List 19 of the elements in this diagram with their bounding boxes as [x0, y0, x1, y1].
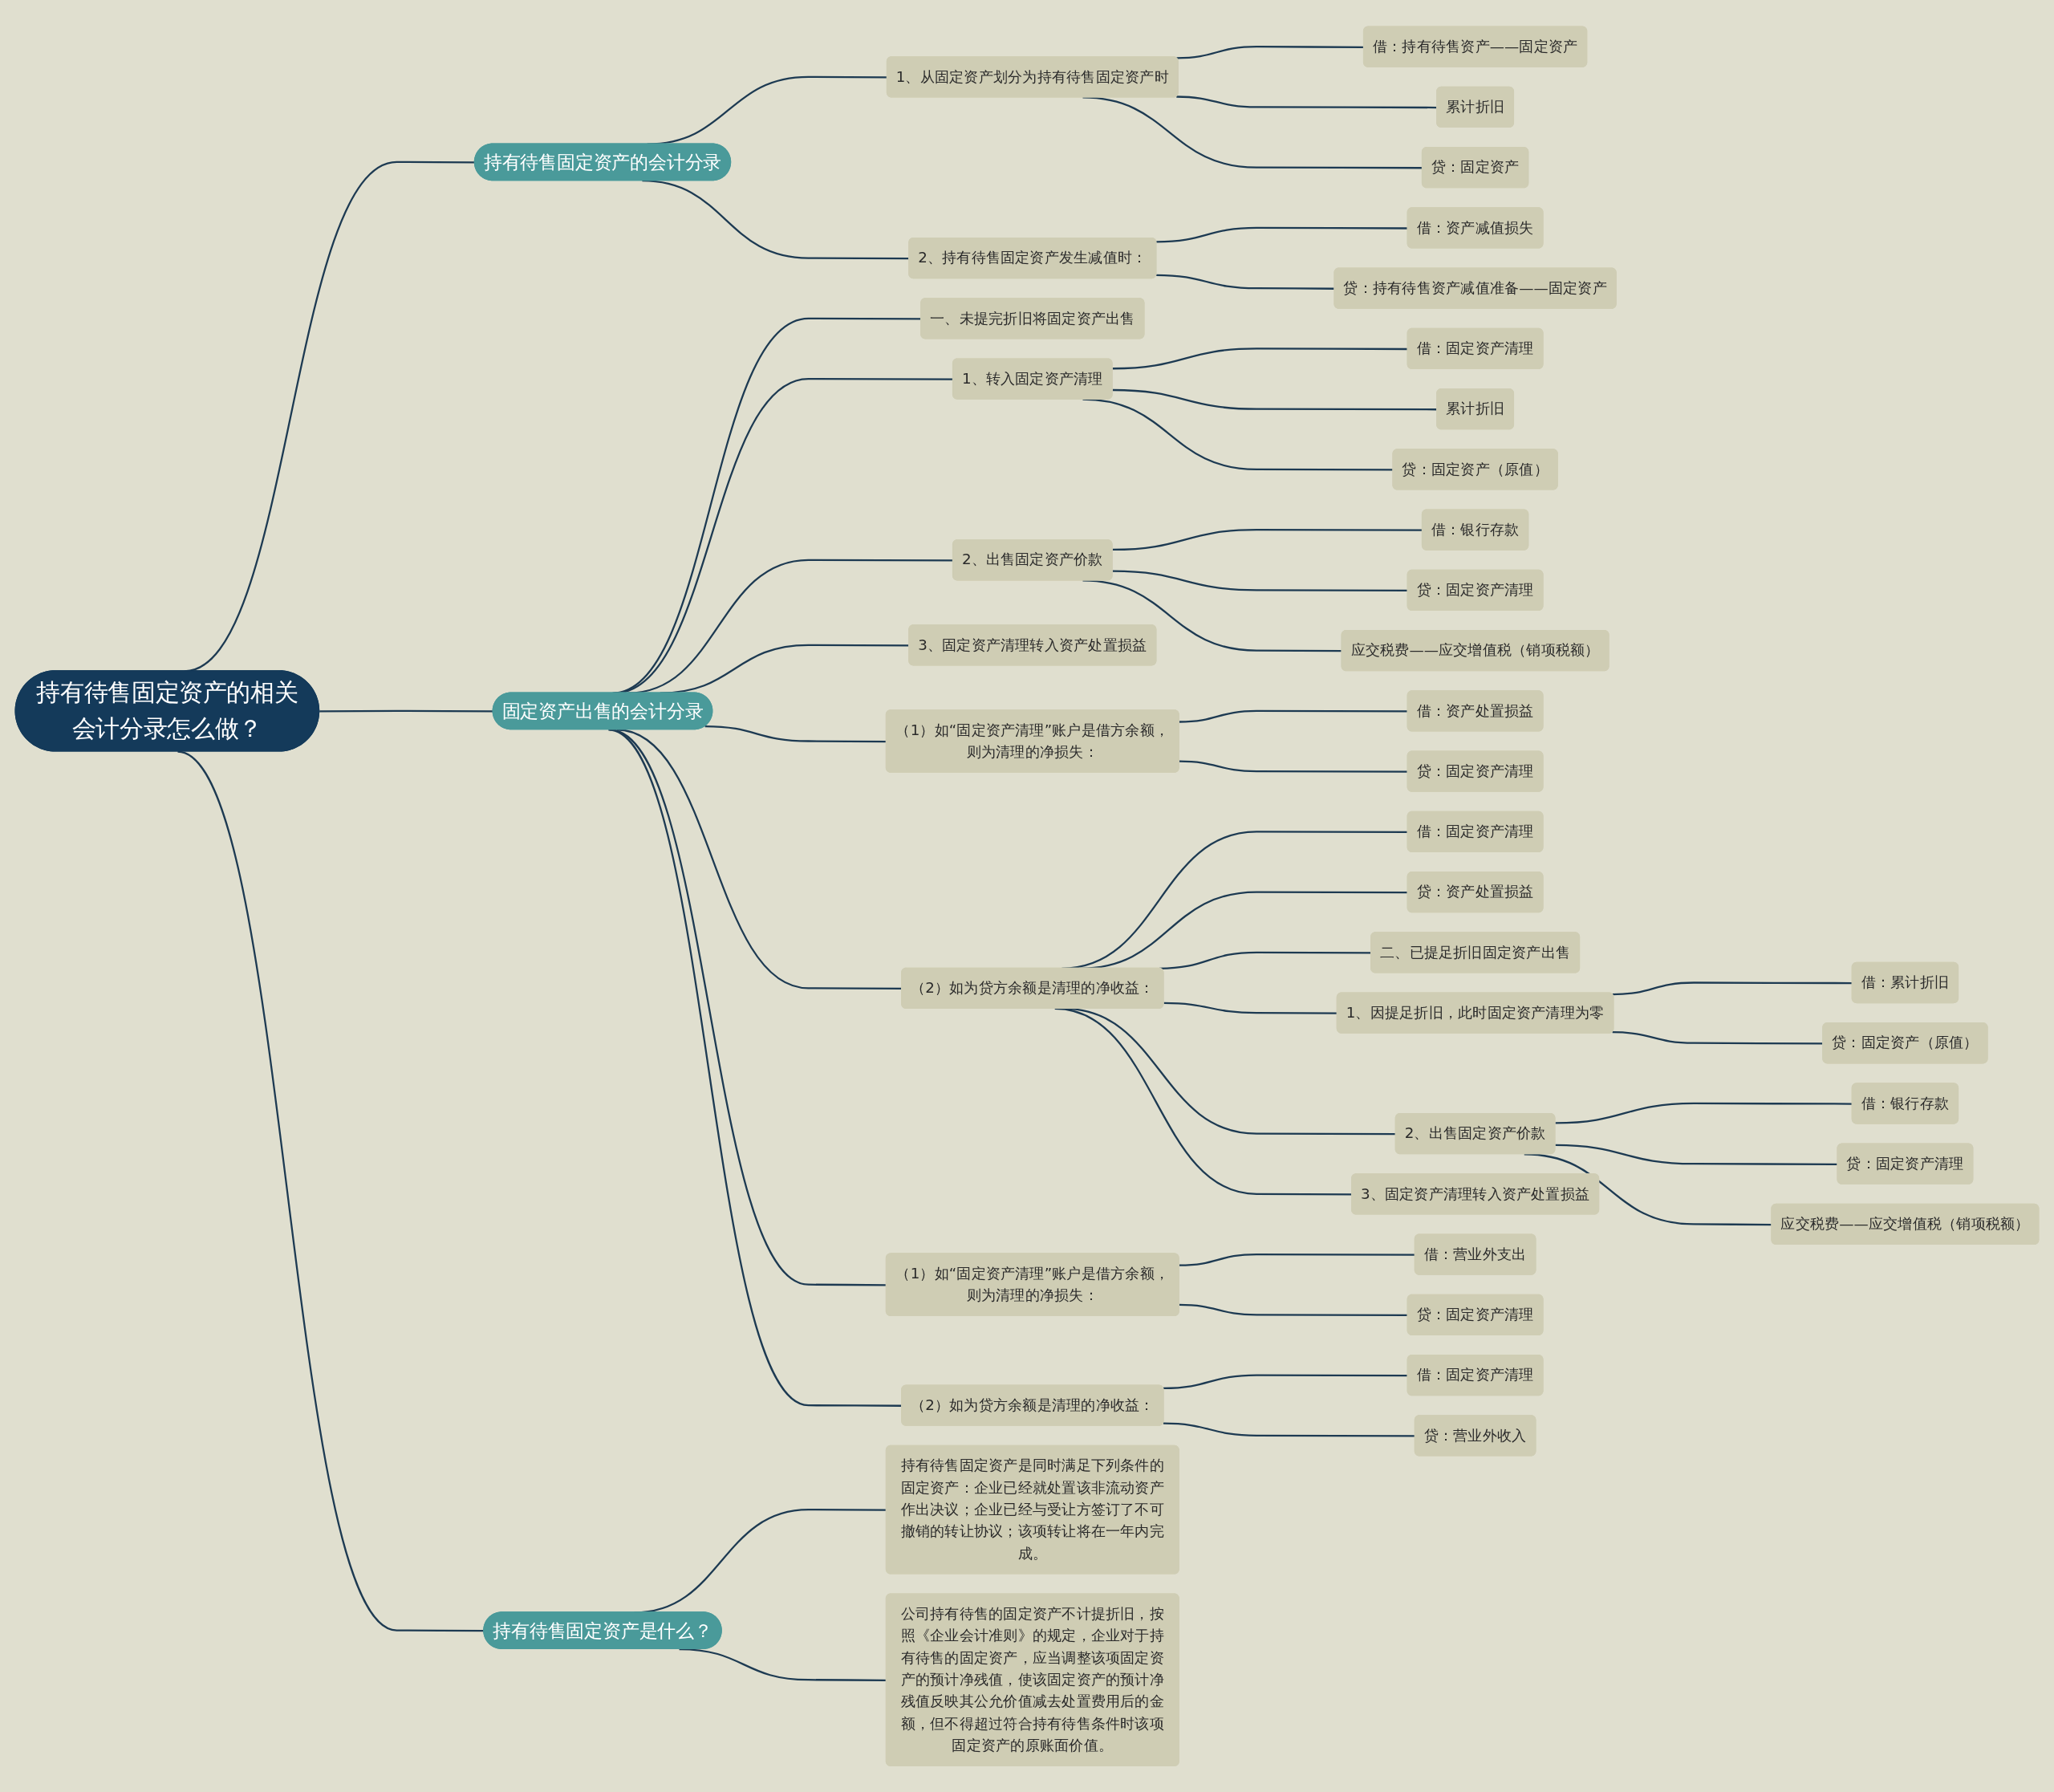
connector — [319, 709, 493, 713]
connector — [1179, 1253, 1415, 1266]
connector — [177, 750, 485, 1632]
connector — [704, 725, 887, 742]
connector — [1163, 1422, 1415, 1437]
connector — [1112, 570, 1408, 591]
connector — [1156, 274, 1335, 290]
connector — [1163, 1374, 1408, 1389]
connector — [1112, 347, 1408, 370]
connector — [1156, 226, 1408, 243]
connector — [1555, 1102, 1853, 1124]
connector — [1179, 760, 1408, 773]
connector — [679, 1648, 887, 1681]
connector — [1555, 1144, 1838, 1165]
connector — [1612, 981, 1853, 996]
connector — [1163, 1002, 1338, 1014]
connector — [1082, 579, 1342, 652]
connector — [1179, 1303, 1408, 1316]
connector — [1179, 709, 1408, 723]
